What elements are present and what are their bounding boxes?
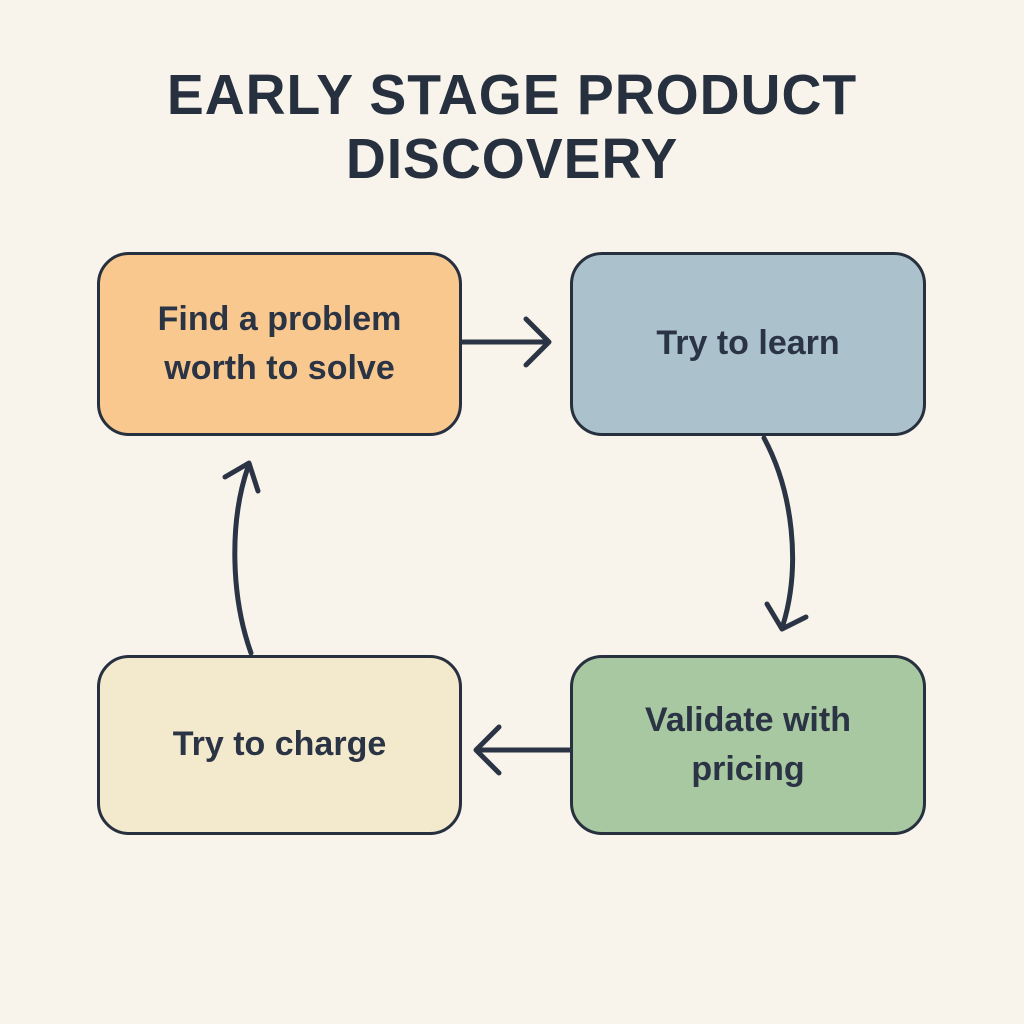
arrow-curved-up-icon	[222, 460, 261, 656]
arrow-left-icon	[473, 724, 573, 776]
page-title: EARLY STAGE PRODUCT DISCOVERY	[166, 63, 858, 191]
node-try-charge-label: Try to charge	[172, 725, 387, 764]
node-find-problem: Find a problem worth to solve	[97, 252, 462, 436]
node-try-learn-label: Try to learn	[656, 324, 840, 363]
arrow-curved-down-icon	[761, 435, 809, 632]
arrow-right-icon	[459, 316, 552, 368]
node-validate-pricing: Validate with pricing	[570, 655, 926, 835]
node-try-charge: Try to charge	[97, 655, 462, 835]
node-find-problem-label: Find a problem worth to solve	[157, 299, 402, 387]
node-try-learn: Try to learn	[570, 252, 926, 436]
node-validate-pricing-label: Validate with pricing	[645, 700, 851, 788]
